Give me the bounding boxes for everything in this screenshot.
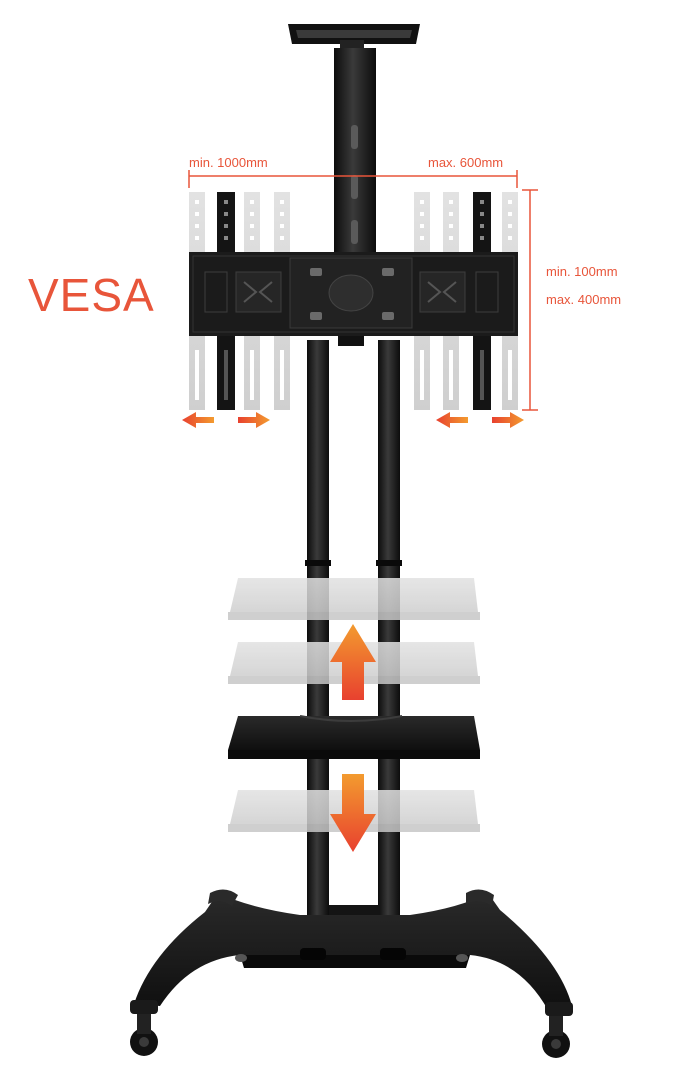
- camera-shelf: [288, 24, 420, 50]
- mounting-plate: [189, 252, 518, 346]
- height-dimension-line: [522, 189, 538, 411]
- media-shelf: [228, 715, 480, 759]
- caster-wheels: [130, 1000, 573, 1058]
- vertical-adjust-arrows: [330, 624, 376, 852]
- vesa-label: VESA: [28, 269, 155, 321]
- width-min-label: min. 1000mm: [189, 155, 268, 170]
- horizontal-adjust-arrows: [182, 412, 524, 428]
- width-dimension-line: [188, 170, 518, 188]
- rolling-base: [134, 889, 572, 1010]
- height-max-label: max. 400mm: [546, 292, 622, 307]
- height-min-label: min. 100mm: [546, 264, 618, 279]
- arm-holes: [195, 200, 512, 400]
- width-max-label: max. 600mm: [428, 155, 504, 170]
- upper-column: [334, 48, 376, 253]
